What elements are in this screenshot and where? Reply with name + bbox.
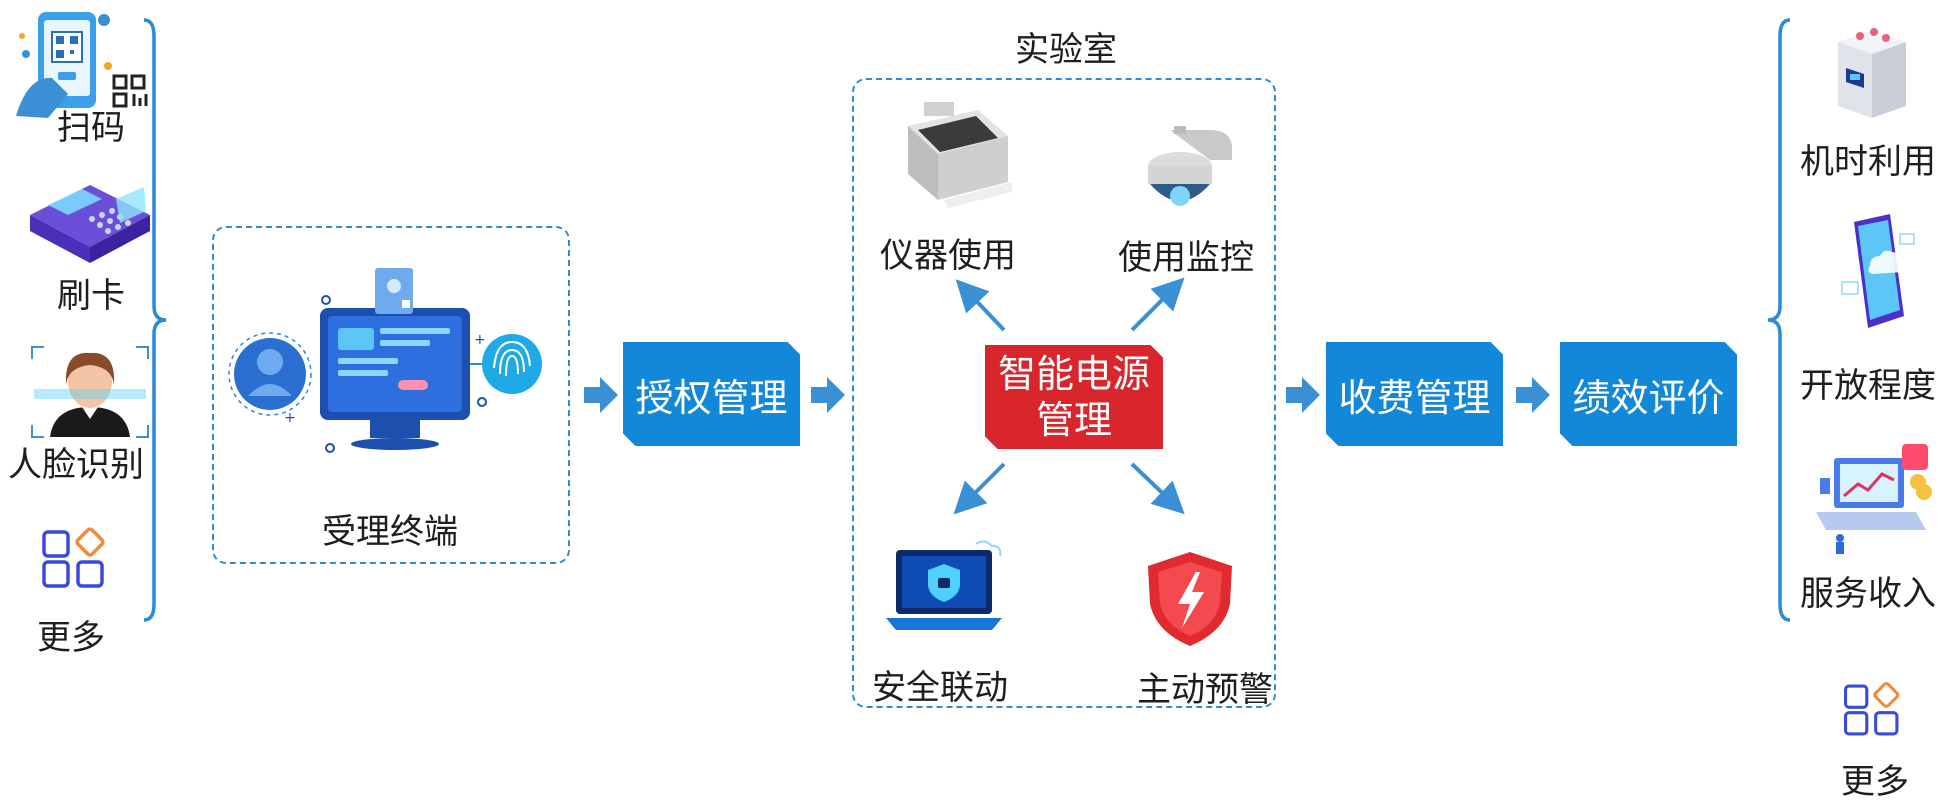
terminal-label: 受理终端 [322, 512, 458, 552]
smart-power-management-box: 智能电源 管理 [985, 345, 1163, 449]
left-item-label-more: 更多 [37, 618, 105, 658]
svg-text:+: + [284, 410, 296, 426]
lab-item-warning: 主动预警 [1137, 670, 1273, 710]
left-item-label-face: 人脸识别 [8, 445, 144, 485]
right-item-label-revenue: 服务收入 [1800, 574, 1936, 614]
camera-icon [1148, 126, 1232, 206]
svg-text:+: + [474, 332, 486, 348]
flow-arrow-icon [811, 377, 845, 413]
flow-arrow-icon [1516, 377, 1550, 413]
face-recognition-icon [31, 346, 149, 438]
performance-evaluation-box: 绩效评价 [1560, 342, 1737, 446]
printer-icon [908, 102, 1012, 208]
right-item-label-more: 更多 [1841, 762, 1909, 802]
lab-title: 实验室 [1015, 30, 1117, 70]
left-brace [143, 18, 167, 622]
lab-box [852, 78, 1276, 708]
smart-power-line1: 智能电源 [997, 352, 1150, 396]
card-reader-icon [30, 185, 150, 263]
mobile-cloud-icon [1841, 214, 1915, 328]
left-item-label-card: 刷卡 [57, 276, 125, 316]
more-grid-icon [1843, 681, 1900, 736]
auth-management-box: 授权管理 [623, 342, 800, 446]
flow-arrow-icon [1286, 377, 1320, 413]
qr-phone-icon [16, 12, 148, 118]
lab-item-monitor: 使用监控 [1118, 238, 1254, 278]
charge-management-box: 收费管理 [1326, 342, 1503, 446]
lab-item-security: 安全联动 [872, 668, 1008, 708]
terminal-box [212, 226, 570, 564]
more-grid-icon [42, 527, 105, 588]
server-icon [1838, 28, 1906, 118]
left-item-label-scan: 扫码 [57, 108, 125, 148]
laptop-security-icon [886, 540, 1002, 630]
terminal-illustration: + + [228, 268, 542, 453]
flow-arrow-icon [584, 377, 618, 413]
laptop-chart-icon [1816, 444, 1932, 554]
lab-item-instrument: 仪器使用 [880, 236, 1016, 276]
warning-shield-icon [1148, 552, 1232, 646]
right-item-label-utilization: 机时利用 [1800, 142, 1936, 182]
smart-power-line2: 管理 [1035, 398, 1112, 442]
right-item-label-openness: 开放程度 [1800, 366, 1936, 406]
diagonal-arrows [953, 277, 1185, 515]
right-brace [1767, 18, 1791, 622]
